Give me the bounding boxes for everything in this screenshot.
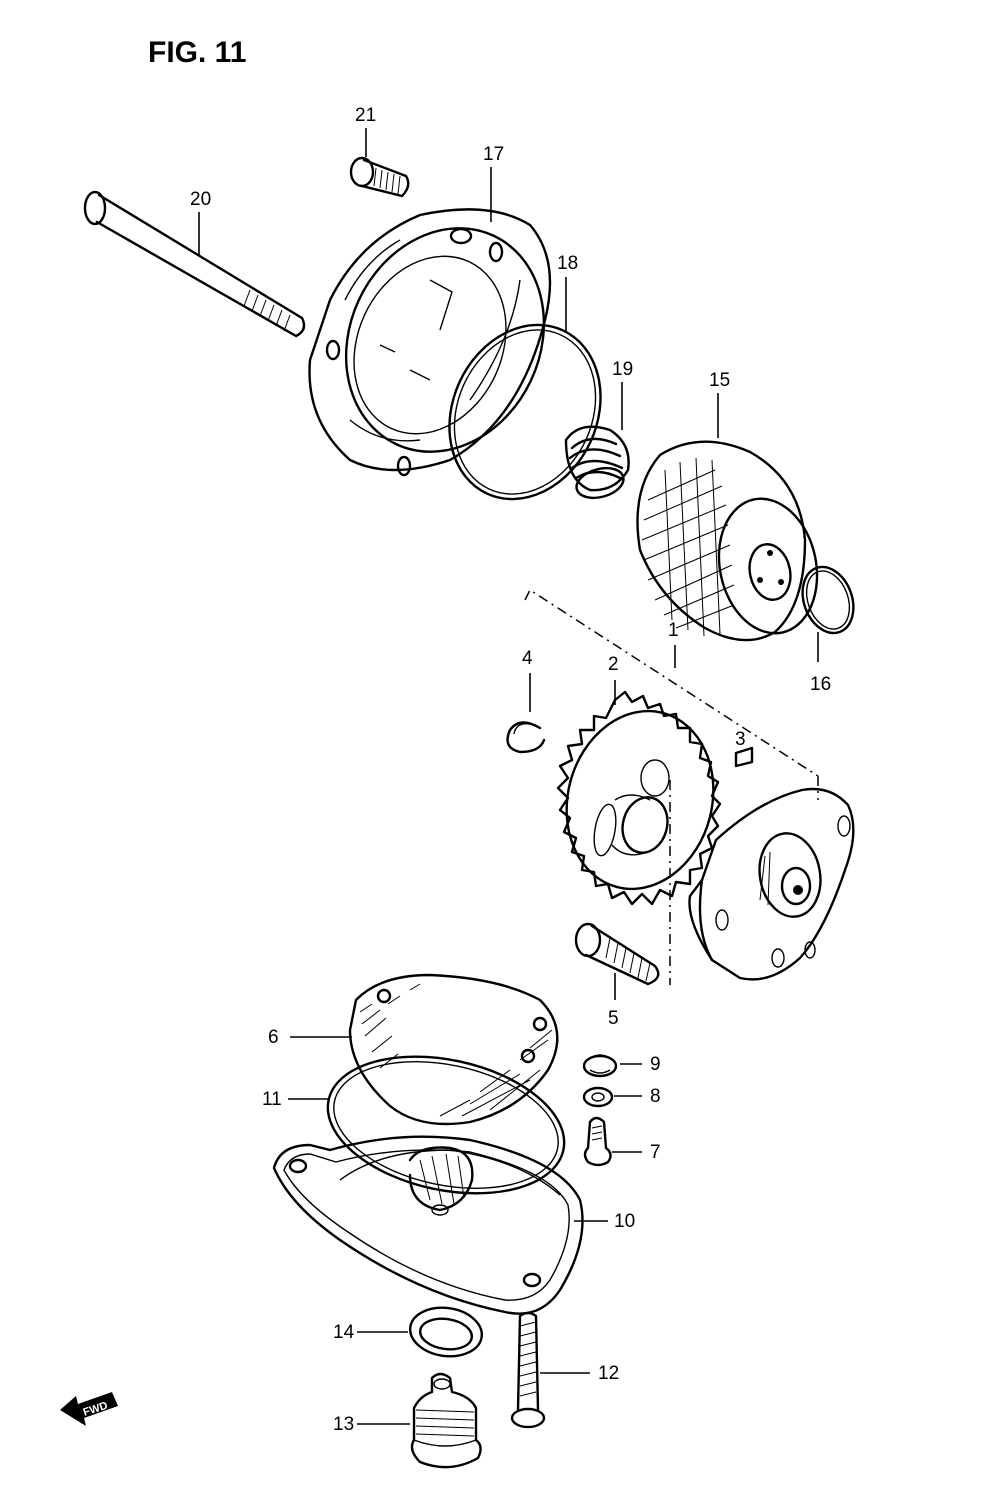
svg-text:17: 17 xyxy=(483,144,504,165)
callout-12: 12 xyxy=(540,1363,619,1384)
assembly-group-outline xyxy=(524,588,819,985)
callout-11: 11 xyxy=(262,1089,330,1110)
svg-text:3: 3 xyxy=(735,729,746,750)
svg-text:14: 14 xyxy=(333,1322,355,1343)
part-16-o-ring xyxy=(801,565,855,635)
part-4-circlip xyxy=(506,721,546,754)
part-19-spring xyxy=(564,425,630,500)
part-9-spring xyxy=(582,1054,618,1078)
part-12-bolt xyxy=(510,1311,546,1429)
callout-4: 4 xyxy=(522,648,533,712)
callout-16: 16 xyxy=(810,632,831,695)
callout-3: 3 xyxy=(735,729,746,750)
part-7-plunger xyxy=(583,1116,612,1167)
part-2-gear xyxy=(556,690,722,906)
part-6-gasket xyxy=(348,973,559,1126)
callout-1: 1 xyxy=(668,620,679,668)
forward-direction-indicator: FWD xyxy=(60,1392,118,1426)
callout-6: 6 xyxy=(268,1027,352,1048)
pump-body xyxy=(688,787,855,981)
svg-text:12: 12 xyxy=(598,1363,619,1384)
svg-text:20: 20 xyxy=(190,189,211,210)
callout-10: 10 xyxy=(574,1211,635,1232)
callout-19: 19 xyxy=(612,359,633,430)
callout-17: 17 xyxy=(483,144,504,222)
callout-2: 2 xyxy=(608,654,619,705)
svg-text:16: 16 xyxy=(810,674,831,695)
callout-18: 18 xyxy=(557,253,578,332)
svg-text:10: 10 xyxy=(614,1211,635,1232)
svg-text:19: 19 xyxy=(612,359,633,380)
callout-5: 5 xyxy=(608,973,619,1029)
part-20-long-bolt xyxy=(83,190,306,338)
svg-text:7: 7 xyxy=(650,1142,661,1163)
callout-20: 20 xyxy=(190,189,211,255)
part-8-washer xyxy=(582,1086,614,1108)
part-13-relief-valve xyxy=(410,1372,482,1469)
svg-text:9: 9 xyxy=(650,1054,661,1075)
part-14-washer xyxy=(408,1306,484,1358)
svg-text:6: 6 xyxy=(268,1027,279,1048)
svg-text:11: 11 xyxy=(262,1089,282,1110)
svg-text:2: 2 xyxy=(608,654,619,675)
callout-7: 7 xyxy=(612,1142,661,1163)
callout-21: 21 xyxy=(355,105,376,157)
svg-text:4: 4 xyxy=(522,648,533,669)
svg-text:15: 15 xyxy=(709,370,730,391)
callout-15: 15 xyxy=(709,370,730,438)
callout-14: 14 xyxy=(333,1322,408,1343)
part-21-screw xyxy=(349,156,410,198)
part-10-pump-cover xyxy=(272,1135,584,1315)
svg-text:8: 8 xyxy=(650,1086,661,1107)
figure-title: FIG. 11 xyxy=(148,36,246,69)
part-15-oil-filter xyxy=(636,440,819,642)
callout-8: 8 xyxy=(614,1086,661,1107)
svg-text:1: 1 xyxy=(668,620,679,641)
svg-text:13: 13 xyxy=(333,1414,354,1435)
part-5-bolt xyxy=(574,922,660,986)
svg-text:21: 21 xyxy=(355,105,376,126)
svg-text:5: 5 xyxy=(608,1008,619,1029)
part-17-filter-cap xyxy=(308,208,552,477)
part-3-pin xyxy=(734,746,754,768)
part-11-o-ring xyxy=(326,1055,566,1195)
callout-9: 9 xyxy=(620,1054,661,1075)
callout-13: 13 xyxy=(333,1414,410,1435)
svg-text:18: 18 xyxy=(557,253,578,274)
fwd-arrow-icon xyxy=(60,1392,118,1426)
